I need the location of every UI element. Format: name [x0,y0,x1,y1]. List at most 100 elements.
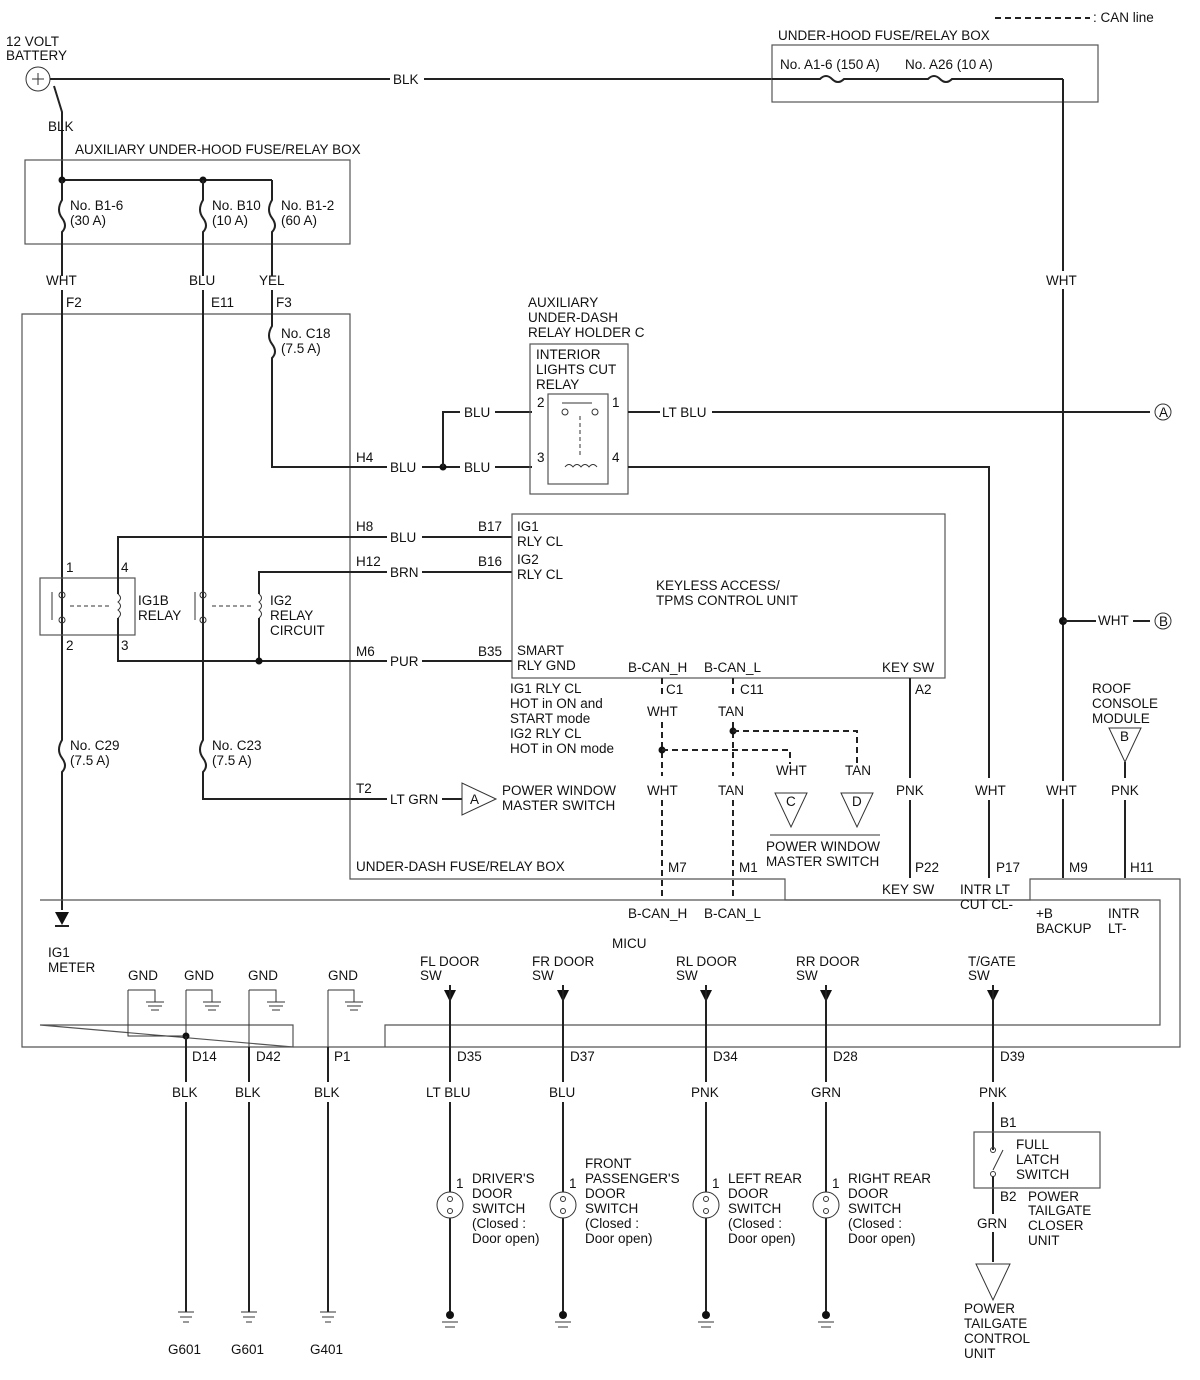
keyless-ig2-2: RLY CL [517,567,564,582]
front-passenger-door-switch: FRONT PASSENGER'S DOOR SWITCH (Closed : … [585,1156,680,1246]
micu-key-sw: KEY SW [882,882,935,897]
terminal-d14: D14 [192,1049,217,1064]
roof-console-module: ROOF CONSOLE MODULE B [1092,681,1158,764]
wire-wht-intr-cut [628,466,990,778]
latch-label-1: FULL [1016,1137,1050,1152]
keyless-unit-frame [511,513,946,679]
driver-switch-label-3: SWITCH [472,1201,525,1216]
front-pass-label-4: SWITCH [585,1201,638,1216]
terminal-e11: E11 [211,295,234,310]
connector-a-pw-master [461,782,498,816]
relay-note-5: HOT in ON mode [510,741,614,756]
label-blu-relay-2: BLU [464,405,490,420]
roof-console-label-2: CONSOLE [1092,696,1158,711]
micu-bcan-l: B-CAN_L [704,906,762,921]
underhood-fuse-chain [772,75,1063,83]
aux-underdash-relay-holder: AUXILIARY UNDER-DASH RELAY HOLDER C INTE… [528,295,645,495]
connector-b-right [1154,612,1172,630]
terminal-h11: H11 [1130,860,1154,875]
interior-relay-pin-4: 4 [612,450,620,465]
micu-backup-1: +B [1036,906,1053,921]
connector-d-label: D [852,794,862,809]
connector-c [774,792,808,829]
keyless-name-2: TPMS CONTROL UNIT [656,593,798,608]
terminal-c11: C11 [740,682,764,697]
front-pass-label-6: Door open) [585,1231,653,1246]
label-blu-e11: BLU [189,273,215,288]
connector-a-right-label: A [1159,405,1168,420]
driver-switch-label-2: DOOR [472,1186,513,1201]
fuse-c23-rating: (7.5 A) [212,753,252,768]
aux-underdash-label-3: RELAY HOLDER C [528,325,645,340]
micu-bcan-h: B-CAN_H [628,906,687,921]
roof-console-label-3: MODULE [1092,711,1150,726]
keyless-smart-1: SMART [517,643,564,658]
driver-switch-label-5: Door open) [472,1231,540,1246]
interior-relay-label-2: LIGHTS CUT [536,362,616,377]
terminal-b16: B16 [478,554,502,569]
terminal-p22: P22 [915,860,939,875]
battery: 12 VOLT BATTERY [6,34,67,92]
latch-label-3: SWITCH [1016,1167,1069,1182]
terminal-h12: H12 [356,554,381,569]
interior-relay-pin-2: 2 [537,395,545,410]
micu-intr-lt-2: LT- [1108,921,1127,936]
micu-backup-2: BACKUP [1036,921,1092,936]
ig1b-relay: 1 4 2 3 IG1B RELAY [39,560,181,653]
label-lt-blu-d35: LT BLU [426,1085,471,1100]
fuse-c29-rating: (7.5 A) [70,753,110,768]
label-blu-h4: BLU [390,460,416,475]
label-yel-f3: YEL [259,273,285,288]
label-can-l-tan-1: TAN [718,704,744,719]
tailgate-closer-unit: B1 B2 FULL LATCH SWITCH POWER TAILGATE C… [973,1115,1101,1248]
connector-b-roof-label: B [1120,729,1129,744]
left-rear-label-5: Door open) [728,1231,796,1246]
legend-can-label: : CAN line [1093,10,1154,25]
terminal-b35: B35 [478,644,502,659]
label-pnk-d39: PNK [979,1085,1007,1100]
door-switch-symbols [436,1191,840,1328]
ig1b-pin-2: 2 [66,638,74,653]
driver-switch-label-1: DRIVER'S [472,1171,535,1186]
label-wht-upper: WHT [1046,273,1077,288]
interior-relay-pin-3: 3 [537,450,545,465]
label-blu-d37: BLU [549,1085,575,1100]
wire-wht-ig1 [58,244,66,910]
ig1b-pin-3: 3 [121,638,129,653]
terminal-b17: B17 [478,519,502,534]
front-pass-label-5: (Closed : [585,1216,639,1231]
label-pnk-intr-lt: PNK [1111,783,1139,798]
pw-master-label-2: MASTER SWITCH [502,798,615,813]
battery-label-2: BATTERY [6,48,67,63]
ig2-relay-label-3: CIRCUIT [270,623,325,638]
interior-relay-label-3: RELAY [536,377,579,392]
ig2-relay-circuit: IG2 RELAY CIRCUIT [194,571,387,638]
terminal-h8: H8 [356,519,373,534]
connector-c-label: C [786,794,796,809]
pw-master-cd-2: MASTER SWITCH [766,854,879,869]
label-blu-h8: BLU [390,530,416,545]
label-blu-relay-3: BLU [464,460,490,475]
left-rear-switch-pin: 1 [712,1176,720,1191]
interior-relay-label-1: INTERIOR [536,347,601,362]
fuse-b1-2-rating: (60 A) [281,213,317,228]
micu-rl-sw: SW [676,968,698,983]
ig2-relay-label-1: IG2 [270,593,292,608]
left-rear-label-4: (Closed : [728,1216,782,1231]
wire-battery-to-aux [53,85,63,180]
front-pass-switch-pin: 1 [569,1176,577,1191]
connector-b-right-label: B [1159,614,1168,629]
terminal-d28: D28 [833,1049,858,1064]
terminal-m1: M1 [739,860,758,875]
keyless-key-sw: KEY SW [882,660,935,675]
wire-pur-m6 [117,618,387,662]
wire-blu-h8 [117,536,387,594]
right-rear-label-4: (Closed : [848,1216,902,1231]
control-label-2: TAILGATE [964,1316,1027,1331]
micu-gnd-4: GND [328,968,358,983]
micu-rr-door: RR DOOR [796,954,860,969]
right-rear-switch-pin: 1 [832,1176,840,1191]
ig1b-relay-label-2: RELAY [138,608,181,623]
roof-console-label-1: ROOF [1092,681,1131,696]
